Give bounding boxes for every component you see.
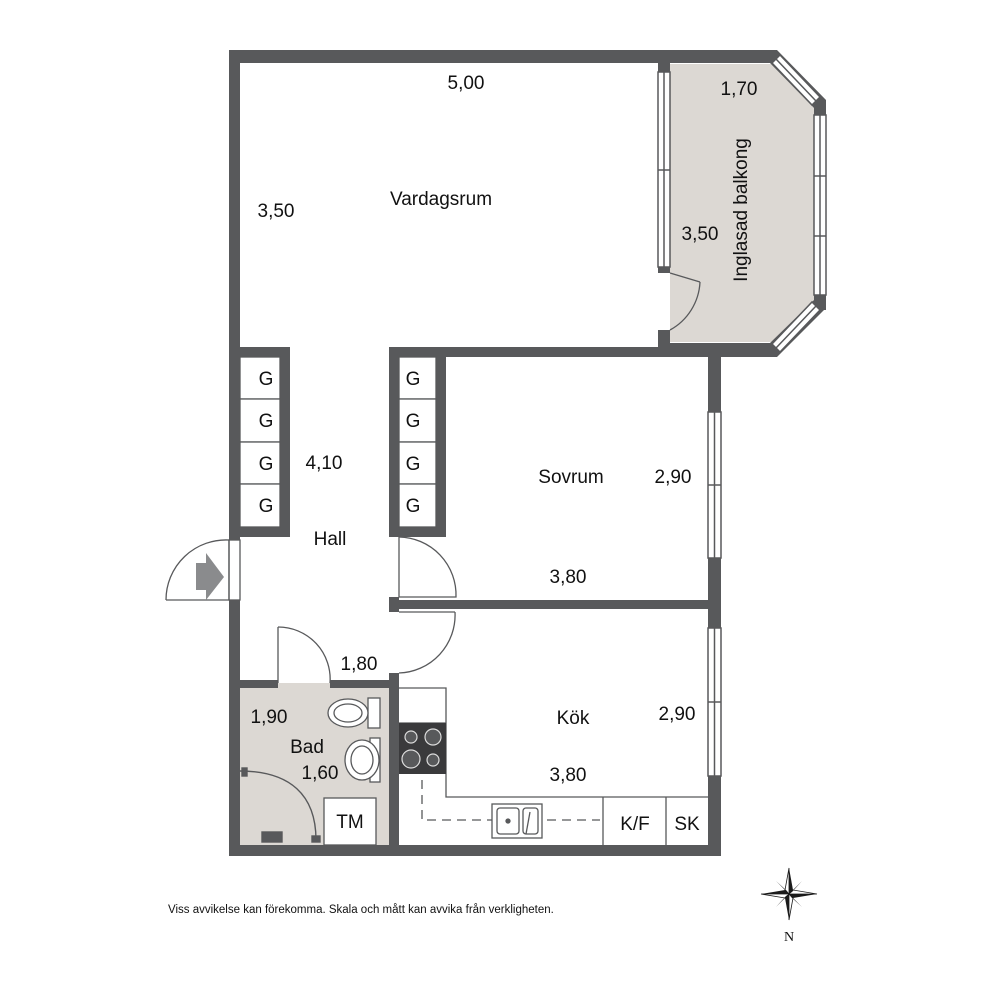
balcony-door (669, 272, 701, 331)
hall-width: 1,80 (341, 654, 378, 675)
bad-width: 1,60 (302, 763, 339, 784)
hall-name: Hall (314, 529, 347, 550)
kitchen-sink-icon (491, 803, 543, 839)
windows (657, 53, 827, 777)
disclaimer-text: Viss avvikelse kan förekomma. Skala och … (168, 904, 554, 916)
kf-label: K/F (620, 814, 650, 835)
sk-label: SK (674, 814, 700, 835)
stove-icon (399, 723, 446, 774)
tm-label: TM (336, 812, 363, 833)
compass-rose-icon (760, 867, 818, 921)
tm-box (323, 797, 377, 846)
sovrum-name: Sovrum (538, 467, 603, 488)
entrance-door (165, 539, 241, 601)
hall-depth: 4,10 (306, 453, 343, 474)
balcony-floor (670, 64, 814, 342)
doors (165, 272, 701, 684)
kok-width: 3,80 (550, 765, 587, 786)
sink-icon (344, 737, 381, 783)
wardrobe-label: G (259, 454, 274, 475)
shower-icon (239, 767, 321, 843)
kok-door (398, 611, 456, 674)
wardrobe-label: G (406, 411, 421, 432)
entrance-arrow-icon (196, 553, 224, 600)
wardrobe-label: G (406, 369, 421, 390)
balkong-name: Inglasad balkong (731, 138, 752, 282)
compass-north-label: N (784, 930, 794, 945)
wardrobe-label: G (259, 369, 274, 390)
sovrum-door (398, 536, 457, 598)
wardrobe-label: G (406, 454, 421, 475)
vardagsrum-name: Vardagsrum (390, 189, 492, 210)
vardagsrum-width: 5,00 (448, 73, 485, 94)
sovrum-depth: 2,90 (655, 467, 692, 488)
kok-depth: 2,90 (659, 704, 696, 725)
balkong-width: 1,70 (721, 79, 758, 100)
wardrobes (239, 356, 437, 528)
sovrum-width: 3,80 (550, 567, 587, 588)
bad-depth: 1,90 (251, 707, 288, 728)
wardrobe-label: G (259, 496, 274, 517)
balkong-depth: 3,50 (682, 224, 719, 245)
bath-door (277, 626, 331, 684)
wardrobe-label: G (259, 411, 274, 432)
wardrobe-labels: G G G G G G G G (259, 369, 421, 517)
toilet-icon (327, 697, 381, 729)
bad-name: Bad (290, 737, 324, 758)
kok-name: Kök (557, 708, 590, 729)
room-labels: 5,00 Vardagsrum 3,50 1,70 3,50 Inglasad … (251, 73, 758, 786)
vardagsrum-depth: 3,50 (258, 201, 295, 222)
wardrobe-label: G (406, 496, 421, 517)
